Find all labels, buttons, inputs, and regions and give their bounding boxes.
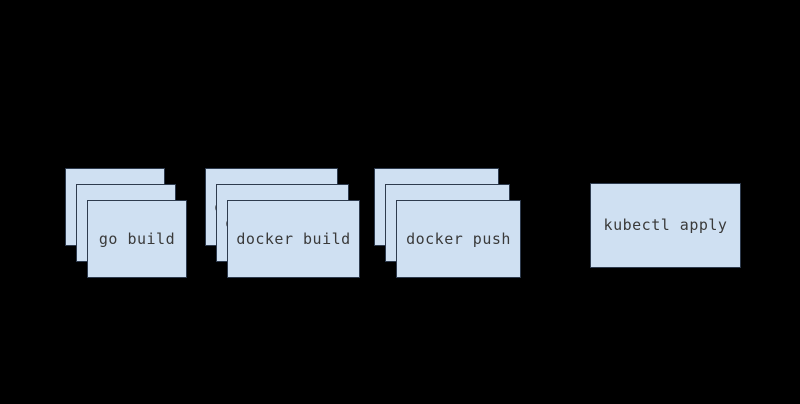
node-label: kubectl apply — [603, 216, 728, 234]
node-go-build[interactable]: go build — [87, 200, 187, 278]
node-docker-push[interactable]: docker push — [396, 200, 521, 278]
node-label: docker build — [236, 229, 351, 248]
node-label: go build — [98, 229, 176, 248]
node-kubectl-apply[interactable]: kubectl apply — [590, 183, 741, 268]
node-label: docker push — [406, 229, 511, 248]
node-docker-build[interactable]: docker build — [227, 200, 360, 278]
